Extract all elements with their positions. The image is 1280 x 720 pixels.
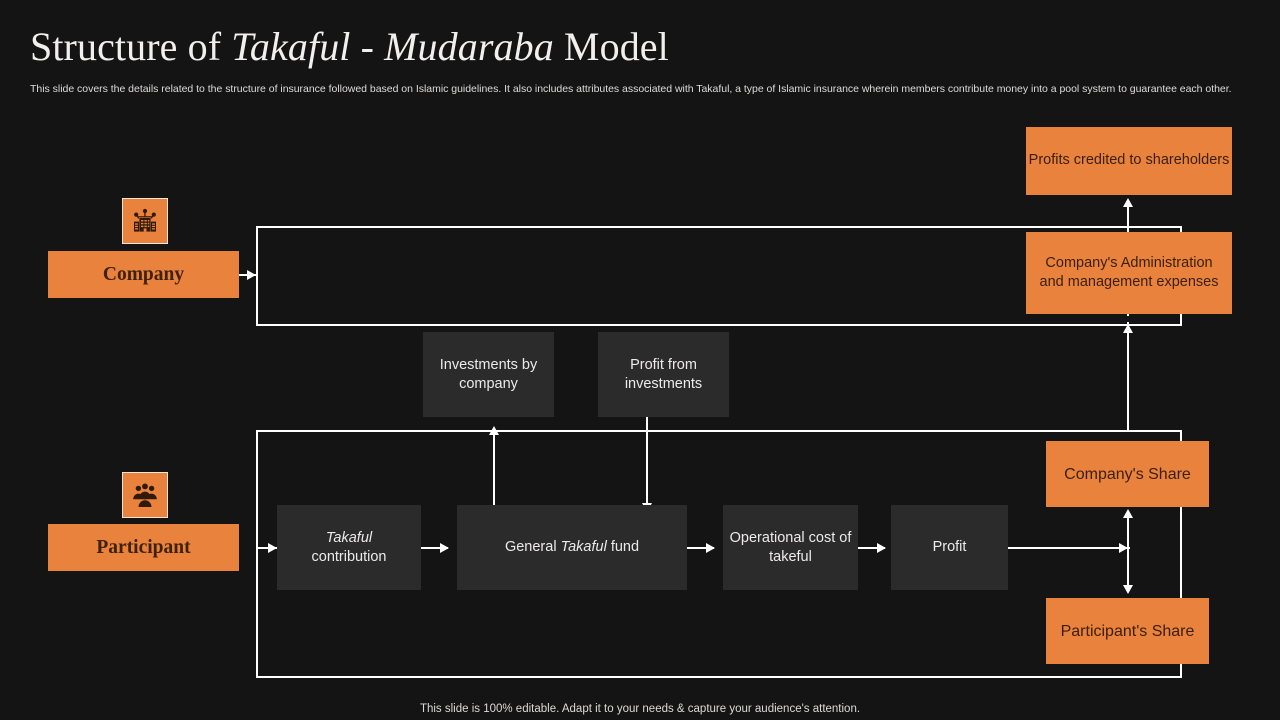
title-segment-3: Mudaraba xyxy=(384,24,554,69)
orange-box-label: Profits credited to shareholders xyxy=(1028,152,1230,169)
gray-box-operational-cost[interactable]: Operational cost of takeful xyxy=(723,505,858,590)
gray-box-label-post: fund xyxy=(606,539,640,555)
gray-box-general-takaful-fund[interactable]: General Takaful fund xyxy=(457,505,687,590)
lower-loop-right-edge xyxy=(1180,430,1182,678)
page-title: Structure of Takaful - Mudaraba Model xyxy=(30,22,669,72)
upper-loop-bottom-edge xyxy=(256,324,1182,326)
organization-building-icon xyxy=(134,208,156,232)
gray-box-takaful-contribution[interactable]: Takaful contribution xyxy=(277,505,421,590)
fund-to-investments-arrowhead-icon xyxy=(489,426,499,435)
orange-box-label: Company's Administration and management … xyxy=(1039,254,1219,291)
admin-to-profits-arrowhead-icon xyxy=(1123,198,1133,207)
title-segment-1: Takaful xyxy=(231,24,351,69)
share-split-arrowhead-down-icon xyxy=(1123,585,1133,594)
lowerloop-to-admin-arrowhead-icon xyxy=(1123,324,1133,333)
orange-box-label: Company's Share xyxy=(1064,465,1191,483)
cost-to-profit-arrowhead-icon xyxy=(877,542,886,553)
lowerloop-to-admin-line xyxy=(1127,322,1129,432)
profit-to-shares-arrowhead-icon xyxy=(1119,542,1128,553)
lower-loop-top-edge xyxy=(256,430,1182,432)
orange-box-participant-share[interactable]: Participant's Share xyxy=(1046,598,1209,664)
role-box-company[interactable]: Company xyxy=(48,251,239,298)
share-split-arrowhead-up-icon xyxy=(1123,509,1133,518)
company-to-loop-arrowhead-icon xyxy=(247,269,256,280)
contribution-to-fund-line xyxy=(421,547,448,549)
participant-to-contribution-line xyxy=(256,547,277,549)
company-icon-tile xyxy=(122,198,168,244)
gray-box-label: Profit from investments xyxy=(624,356,703,392)
share-split-line xyxy=(1127,515,1129,587)
title-segment-0: Structure of xyxy=(30,24,232,69)
gray-box-label: Profit xyxy=(932,539,967,555)
title-segment-4: Model xyxy=(553,24,669,69)
role-box-participant[interactable]: Participant xyxy=(48,524,239,571)
gray-box-label-pre: General xyxy=(504,539,561,555)
role-label-participant: Participant xyxy=(96,536,191,558)
gray-box-profit-from-investments[interactable]: Profit from investments xyxy=(598,332,729,417)
orange-box-admin-expenses[interactable]: Company's Administration and management … xyxy=(1026,232,1232,314)
gray-box-label-italic: Takaful xyxy=(560,539,607,555)
fund-to-investments-line xyxy=(493,432,495,522)
upper-loop-left-edge xyxy=(256,226,258,326)
people-group-icon xyxy=(133,483,157,507)
upper-loop-top-edge xyxy=(256,226,1182,228)
gray-box-label: Operational cost of takeful xyxy=(729,529,852,565)
lower-loop-bottom-edge xyxy=(256,676,1182,678)
title-segment-2: - xyxy=(350,24,385,69)
role-label-company: Company xyxy=(102,263,185,285)
gray-box-label-rest: contribution xyxy=(311,548,387,565)
cost-to-profit-line xyxy=(858,547,885,549)
profit-to-fund-line xyxy=(646,414,648,504)
gray-box-label: General Takaful fund xyxy=(505,538,639,557)
gray-box-label: Takaful contribution xyxy=(312,529,387,567)
participant-icon-tile xyxy=(122,472,168,518)
lower-loop-left-edge xyxy=(256,430,258,678)
orange-box-company-share[interactable]: Company's Share xyxy=(1046,441,1209,507)
participant-to-contribution-arrowhead-icon xyxy=(268,542,277,553)
gray-box-label: Investments by company xyxy=(439,356,538,392)
orange-box-profits-shareholders[interactable]: Profits credited to shareholders xyxy=(1026,127,1232,195)
orange-box-label: Participant's Share xyxy=(1060,622,1195,640)
fund-to-cost-line xyxy=(687,547,714,549)
slide-footer-note: This slide is 100% editable. Adapt it to… xyxy=(419,703,861,715)
fund-to-cost-arrowhead-icon xyxy=(706,542,715,553)
gray-box-profit[interactable]: Profit xyxy=(891,505,1008,590)
profit-to-shares-line xyxy=(1008,547,1130,549)
gray-box-investments-by-company[interactable]: Investments by company xyxy=(423,332,554,417)
gray-box-label-italic: Takaful xyxy=(325,529,373,546)
contribution-to-fund-arrowhead-icon xyxy=(440,542,449,553)
slide-description: This slide covers the details related to… xyxy=(30,83,1232,95)
